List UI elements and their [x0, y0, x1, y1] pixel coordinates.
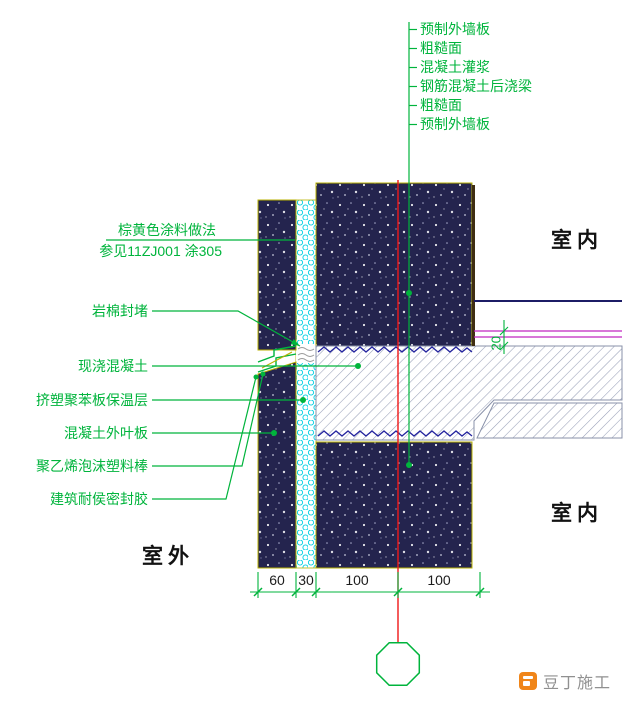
- room-label-outdoor: 室外: [142, 544, 194, 568]
- label-rc-post-cast-beam: 钢筋混凝土后浇梁: [420, 78, 532, 94]
- interior-finish-lines: [472, 185, 622, 346]
- top-annotation-leaders: [408, 22, 417, 468]
- dim-100-b: 100: [427, 572, 451, 588]
- watermark: 豆丁施工: [519, 669, 611, 693]
- rockwool-plug: [296, 344, 316, 363]
- rough-surface-top: [317, 346, 473, 353]
- label-insulation: 挤塑聚苯板保温层: [36, 392, 148, 408]
- rockwool-arrowhead: [290, 339, 300, 346]
- slab-step: [476, 402, 623, 439]
- dim-100-a: 100: [345, 572, 369, 588]
- outer-leaf-upper: [257, 199, 297, 351]
- label-sealant: 建筑耐侯密封胶: [50, 491, 148, 507]
- left-annotation-leaders: [106, 239, 358, 500]
- dim-60: 60: [269, 572, 285, 588]
- precast-panel-upper: [315, 182, 473, 347]
- dim-30: 30: [298, 572, 314, 588]
- insulation-layer: [295, 199, 317, 569]
- label-rough-surface-1: 粗糙面: [420, 40, 462, 56]
- watermark-text: 豆丁施工: [543, 675, 612, 692]
- label-foam-rod: 聚乙烯泡沫塑料棒: [36, 458, 148, 474]
- dim-20-graphics: [499, 320, 509, 354]
- label-outer-leaf: 混凝土外叶板: [64, 425, 148, 441]
- label-rough-surface-2: 粗糙面: [420, 97, 462, 113]
- label-precast-panel-top: 预制外墙板: [420, 21, 490, 37]
- label-precast-panel-bottom: 预制外墙板: [420, 116, 490, 132]
- label-concrete-grout: 混凝土灌浆: [420, 59, 490, 75]
- dim-20: 20: [488, 336, 504, 351]
- label-cast-in-place: 现浇混凝土: [78, 358, 148, 374]
- label-coating-line1: 棕黄色涂料做法: [118, 222, 216, 238]
- room-label-indoor-lower: 室内: [551, 501, 603, 525]
- joint-seal-lines: [257, 345, 297, 373]
- watermark-logo-icon: [519, 672, 537, 690]
- grid-bubble-octagon: [375, 641, 421, 687]
- outer-leaf-lower: [257, 361, 297, 569]
- label-coating-line2: 参见11ZJ001 涂305: [99, 243, 222, 259]
- rough-surface-bottom: [317, 430, 473, 437]
- cast-in-place-slab: [315, 345, 623, 441]
- room-label-indoor-upper: 室内: [551, 228, 603, 252]
- bottom-dimension-graphics: [250, 572, 490, 598]
- label-rockwool: 岩棉封堵: [92, 303, 148, 319]
- precast-panel-lower: [315, 441, 473, 569]
